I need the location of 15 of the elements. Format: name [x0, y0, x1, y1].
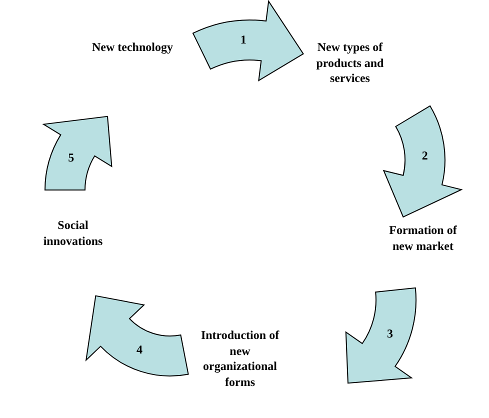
curved-block-arrow	[192, 0, 304, 81]
node-label: Social innovations	[42, 218, 104, 250]
node-label: New types of products and services	[315, 40, 385, 87]
curved-block-arrow	[345, 287, 417, 384]
node-label: Formation of new market	[388, 223, 458, 254]
curved-block-arrow	[43, 116, 112, 190]
edge-label: 2	[422, 148, 428, 164]
node-label: Introduction of new organizational forms	[200, 328, 280, 390]
edge-label: 3	[386, 326, 393, 342]
node-label: New technology	[91, 40, 174, 56]
edge-label: 1	[240, 32, 246, 48]
edge-label: 4	[136, 342, 142, 358]
edge-label: 5	[68, 150, 74, 166]
curved-block-arrow	[383, 105, 462, 218]
curved-block-arrow	[86, 295, 189, 376]
